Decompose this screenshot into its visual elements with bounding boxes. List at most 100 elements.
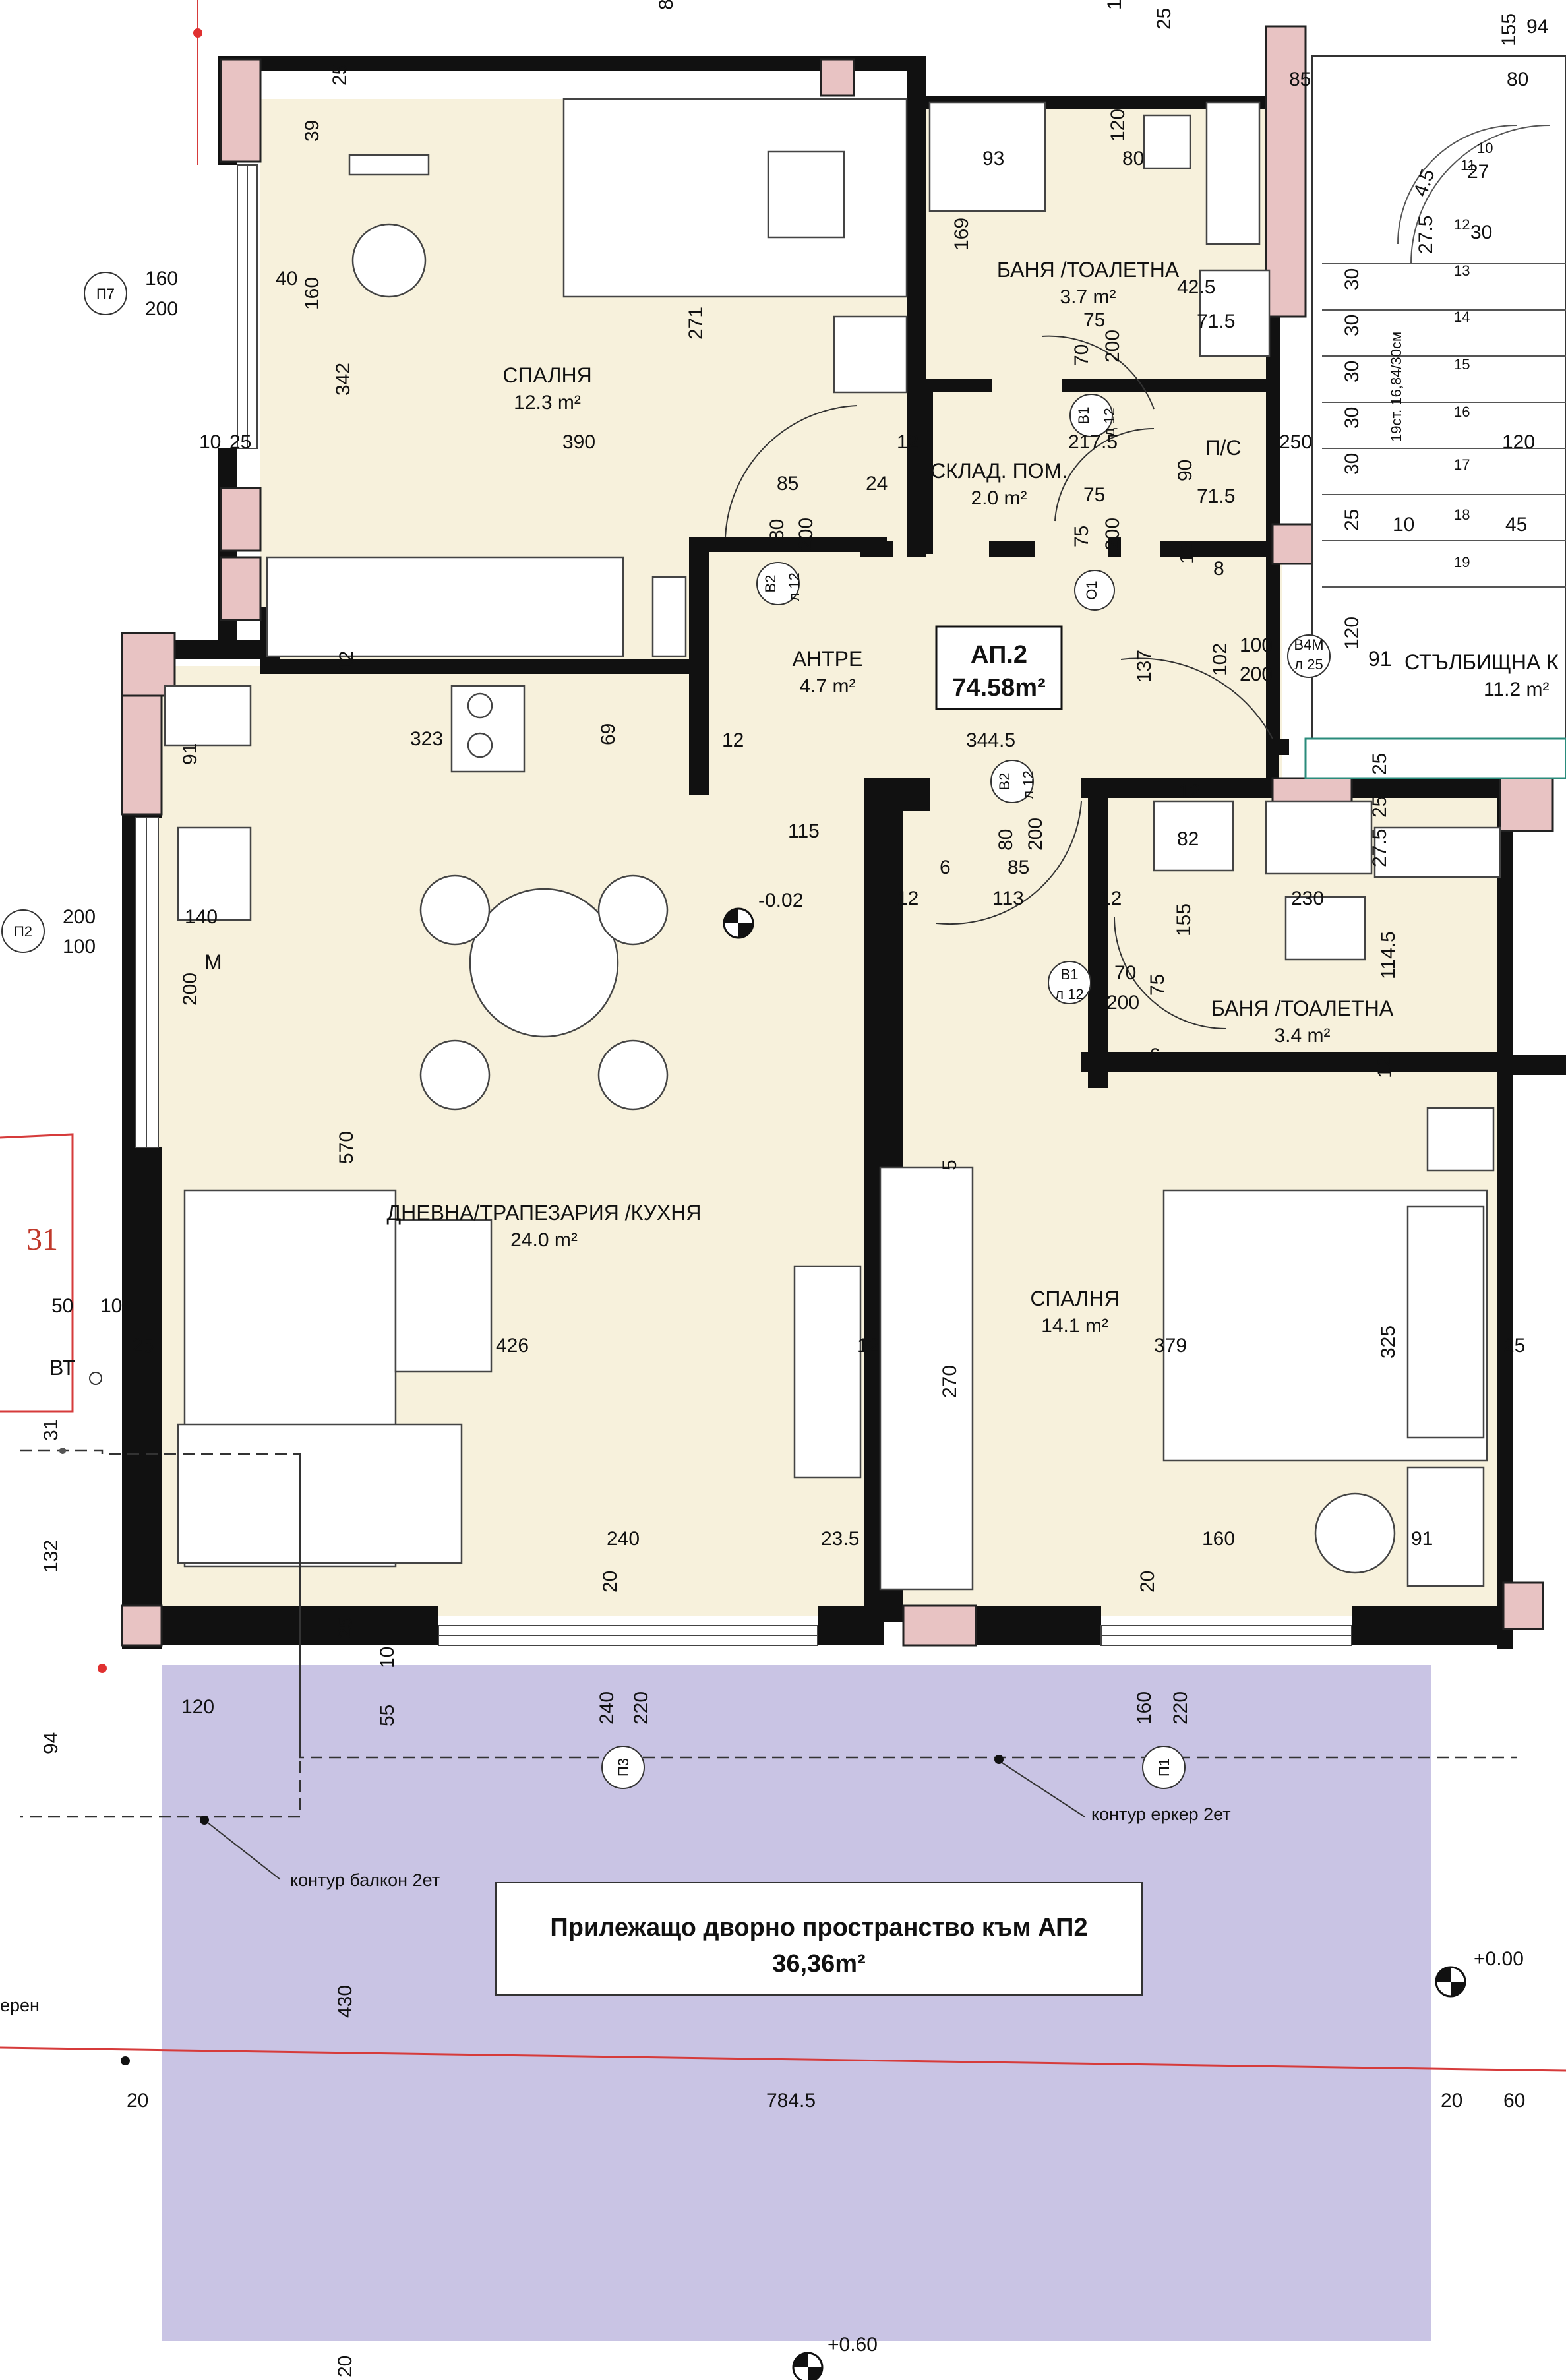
svg-text:25: 25 [1369, 796, 1391, 818]
svg-text:155: 155 [1498, 13, 1520, 46]
svg-text:10: 10 [100, 1295, 122, 1317]
svg-text:120: 120 [1341, 617, 1363, 650]
m-label: M [204, 950, 222, 974]
svg-text:55: 55 [376, 1705, 398, 1726]
svg-text:160: 160 [1133, 1692, 1155, 1724]
reference-dots [59, 28, 202, 2065]
svg-text:10: 10 [376, 1647, 398, 1668]
svg-text:100: 100 [63, 936, 96, 958]
svg-text:6: 6 [1149, 1045, 1160, 1066]
structural-columns [121, 25, 1554, 1647]
room-label-storage: СКЛАД. ПОМ. [930, 459, 1068, 483]
svg-text:19: 19 [1454, 554, 1470, 570]
svg-text:42.5: 42.5 [1177, 276, 1215, 298]
svg-text:94: 94 [40, 1732, 62, 1754]
svg-text:160: 160 [301, 277, 323, 310]
svg-text:71.5: 71.5 [1197, 311, 1235, 332]
svg-text:200: 200 [795, 518, 817, 551]
apartment-area: 74.58m² [952, 674, 1046, 702]
room-area-antre: 4.7 m² [799, 675, 855, 697]
room-area-bedroom-1: 12.3 m² [514, 392, 581, 413]
svg-text:40: 40 [276, 268, 297, 290]
svg-text:45: 45 [1505, 514, 1527, 535]
svg-text:60: 60 [1503, 2090, 1525, 2112]
svg-text:75: 75 [1083, 484, 1105, 506]
svg-text:240: 240 [596, 1692, 618, 1724]
room-area-bath-2: 3.4 m² [1274, 1025, 1330, 1047]
svg-text:71.5: 71.5 [1197, 485, 1235, 507]
room-label-ps: П/С [1205, 436, 1242, 460]
svg-text:16: 16 [1454, 404, 1470, 420]
svg-text:10: 10 [199, 431, 221, 453]
balcony-contour-note: контур балкон 2ет [290, 1870, 440, 1890]
svg-text:342: 342 [332, 363, 354, 396]
svg-text:25: 25 [1341, 509, 1363, 531]
svg-text:5: 5 [939, 1159, 961, 1171]
svg-text:270: 270 [939, 1365, 961, 1398]
svg-text:10: 10 [1393, 514, 1414, 535]
svg-text:20: 20 [127, 2090, 148, 2112]
svg-text:120: 120 [1104, 0, 1126, 10]
svg-text:л 12: л 12 [1020, 770, 1037, 799]
adjacent-yard-area [162, 1665, 1431, 2341]
svg-text:12: 12 [1176, 542, 1198, 564]
windows [135, 164, 1352, 1646]
svg-text:14: 14 [1454, 309, 1470, 325]
svg-text:25: 25 [329, 64, 351, 86]
svg-text:220: 220 [1170, 1692, 1191, 1724]
svg-text:379: 379 [1154, 1335, 1187, 1357]
svg-text:П1: П1 [1156, 1758, 1172, 1777]
svg-text:П7: П7 [96, 286, 115, 302]
dimension-labels: 25 39 160 200 40 160 342 271 10 25 390 1… [40, 0, 1548, 2377]
svg-text:90: 90 [1174, 460, 1196, 481]
svg-text:30: 30 [1341, 453, 1363, 475]
door-swings [725, 335, 1273, 1029]
svg-text:160: 160 [145, 268, 178, 290]
svg-text:27.5: 27.5 [1369, 829, 1391, 867]
svg-text:200: 200 [63, 906, 96, 928]
svg-text:91: 91 [1411, 1528, 1433, 1550]
svg-text:85: 85 [777, 473, 798, 495]
svg-text:91: 91 [179, 743, 201, 765]
svg-text:120: 120 [1502, 431, 1535, 453]
svg-text:О1: О1 [1083, 580, 1100, 599]
yard-area: 36,36m² [772, 1950, 866, 1978]
svg-text:120: 120 [181, 1696, 214, 1718]
svg-text:200: 200 [179, 973, 201, 1006]
room-label-antre: АНТРЕ [793, 647, 863, 671]
level-yard-right: +0.00 [1474, 1948, 1524, 1970]
svg-text:80: 80 [1122, 148, 1144, 169]
room-label-stair: СТЪЛБИЩНА К [1404, 650, 1559, 674]
svg-text:50: 50 [51, 1295, 73, 1317]
svg-text:80: 80 [995, 829, 1017, 851]
svg-text:426: 426 [496, 1335, 529, 1357]
svg-text:30: 30 [1341, 361, 1363, 382]
svg-text:69: 69 [597, 723, 619, 745]
yard-title: Прилежащо дворно пространство към АП2 [550, 1914, 1087, 1941]
room-label-bath-1: БАНЯ /ТОАЛЕТНА [997, 258, 1180, 282]
svg-text:85: 85 [1289, 69, 1311, 90]
svg-text:70: 70 [1071, 344, 1093, 366]
svg-text:230: 230 [1291, 888, 1324, 909]
svg-text:В2: В2 [762, 575, 779, 593]
svg-text:140: 140 [185, 906, 218, 928]
svg-text:200: 200 [1025, 818, 1046, 851]
room-area-storage: 2.0 m² [971, 487, 1027, 509]
svg-text:200: 200 [1240, 663, 1273, 685]
svg-text:30: 30 [1341, 315, 1363, 336]
svg-text:31: 31 [40, 1419, 62, 1441]
svg-text:л 12: л 12 [1055, 986, 1083, 1002]
svg-text:169: 169 [951, 218, 973, 251]
apartment-label-box [935, 625, 1063, 710]
svg-text:24: 24 [866, 473, 888, 495]
svg-text:12: 12 [1454, 216, 1470, 233]
svg-text:25: 25 [1153, 8, 1175, 30]
svg-text:12: 12 [1374, 1056, 1396, 1078]
apartment-name: АП.2 [971, 641, 1027, 669]
svg-text:12: 12 [857, 1335, 879, 1357]
svg-text:В1: В1 [1061, 966, 1079, 983]
svg-text:784.5: 784.5 [766, 2090, 816, 2112]
room-label-bedroom-1: СПАЛНЯ [502, 363, 591, 387]
svg-text:25: 25 [1503, 1335, 1525, 1357]
svg-text:12: 12 [336, 651, 357, 673]
